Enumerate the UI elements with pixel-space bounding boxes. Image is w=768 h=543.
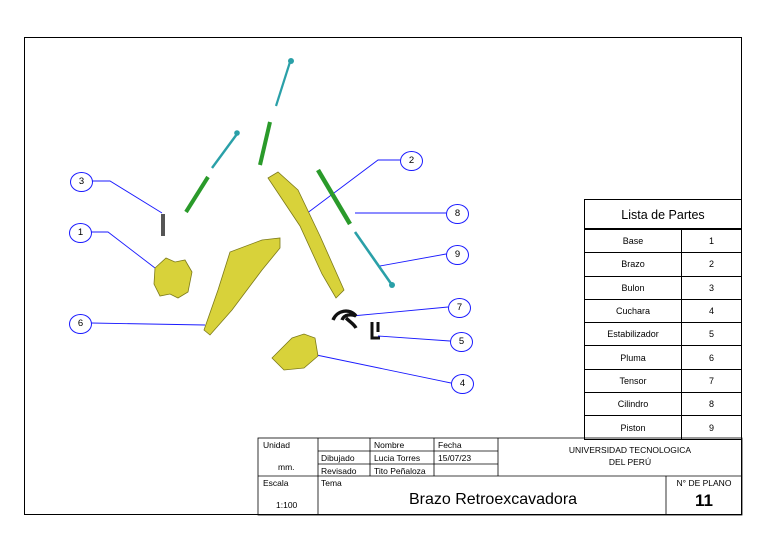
balloon-2-label: 2 bbox=[408, 155, 415, 166]
part-number: 8 bbox=[681, 392, 742, 417]
piston-left bbox=[211, 133, 238, 169]
part-name: Bulon bbox=[584, 275, 682, 300]
nombre-label: Nombre bbox=[374, 440, 405, 450]
balloon-4-label: 4 bbox=[459, 378, 466, 389]
balloon-5-label: 5 bbox=[458, 336, 465, 347]
part-bulon bbox=[161, 214, 165, 236]
part-name: Tensor bbox=[584, 368, 682, 394]
escala-label: Escala bbox=[263, 478, 289, 488]
leader-1 bbox=[91, 231, 156, 269]
part-estabilizador bbox=[370, 322, 380, 340]
cylinder-left bbox=[184, 175, 210, 214]
balloon-3: 3 bbox=[70, 172, 93, 192]
plano-label: N° DE PLANO bbox=[676, 478, 732, 488]
part-number: 9 bbox=[681, 415, 742, 440]
institucion-line2: DEL PERÚ bbox=[608, 457, 652, 467]
balloon-6-label: 6 bbox=[77, 318, 84, 329]
unidad-value: mm. bbox=[278, 462, 295, 472]
tema-label: Tema bbox=[321, 478, 342, 488]
balloon-6: 6 bbox=[69, 314, 92, 334]
balloon-1-label: 1 bbox=[77, 227, 84, 238]
dibujado-label: Dibujado bbox=[321, 453, 355, 463]
part-pluma bbox=[203, 237, 281, 336]
leader-6 bbox=[90, 322, 206, 326]
balloon-2: 2 bbox=[400, 151, 423, 171]
dibujado-nombre: Lucia Torres bbox=[374, 453, 421, 463]
balloon-8-label: 8 bbox=[454, 208, 461, 219]
institucion-line1: UNIVERSIDAD TECNOLOGICA bbox=[568, 445, 692, 455]
balloon-9: 9 bbox=[446, 245, 469, 265]
balloon-8: 8 bbox=[446, 204, 469, 224]
balloon-7-label: 7 bbox=[456, 302, 463, 313]
leader-7 bbox=[351, 306, 449, 317]
part-tensor bbox=[331, 309, 358, 329]
part-brazo bbox=[267, 171, 345, 299]
part-base bbox=[153, 257, 193, 299]
part-cuchara bbox=[271, 333, 319, 371]
part-number: 5 bbox=[681, 322, 742, 347]
plano-value: 11 bbox=[695, 491, 713, 510]
fecha-label: Fecha bbox=[438, 440, 462, 450]
cylinder-top bbox=[274, 61, 292, 107]
balloon-1: 1 bbox=[69, 223, 92, 243]
dibujado-fecha: 15/07/23 bbox=[438, 453, 472, 463]
revisado-nombre: Tito Peñaloza bbox=[374, 466, 426, 476]
part-number: 7 bbox=[681, 368, 742, 394]
cylinder-top-body bbox=[258, 121, 272, 166]
balloon-4: 4 bbox=[451, 374, 474, 394]
part-name: Cuchara bbox=[584, 298, 682, 324]
balloon-9-label: 9 bbox=[454, 249, 461, 260]
tema-value: Brazo Retroexcavadora bbox=[408, 491, 578, 508]
cylinder-right bbox=[316, 168, 352, 226]
part-name: Piston bbox=[584, 415, 682, 440]
balloon-5: 5 bbox=[450, 332, 473, 352]
leader-lines bbox=[90, 159, 452, 384]
leader-3 bbox=[92, 180, 163, 214]
leader-5 bbox=[377, 335, 451, 342]
revisado-label: Revisado bbox=[321, 466, 357, 476]
parts-list-title: Lista de Partes bbox=[584, 199, 742, 229]
leader-2 bbox=[305, 159, 400, 215]
part-name: Cilindro bbox=[584, 392, 682, 417]
balloon-3-label: 3 bbox=[78, 176, 85, 187]
leader-9 bbox=[379, 253, 447, 267]
leader-4 bbox=[301, 351, 452, 384]
unidad-label: Unidad bbox=[263, 440, 290, 450]
escala-value: 1:100 bbox=[276, 500, 298, 510]
part-number: 2 bbox=[681, 252, 742, 277]
part-cylinders bbox=[184, 58, 395, 288]
balloon-7: 7 bbox=[448, 298, 471, 318]
part-number: 4 bbox=[681, 298, 742, 324]
piston-right bbox=[353, 231, 394, 286]
